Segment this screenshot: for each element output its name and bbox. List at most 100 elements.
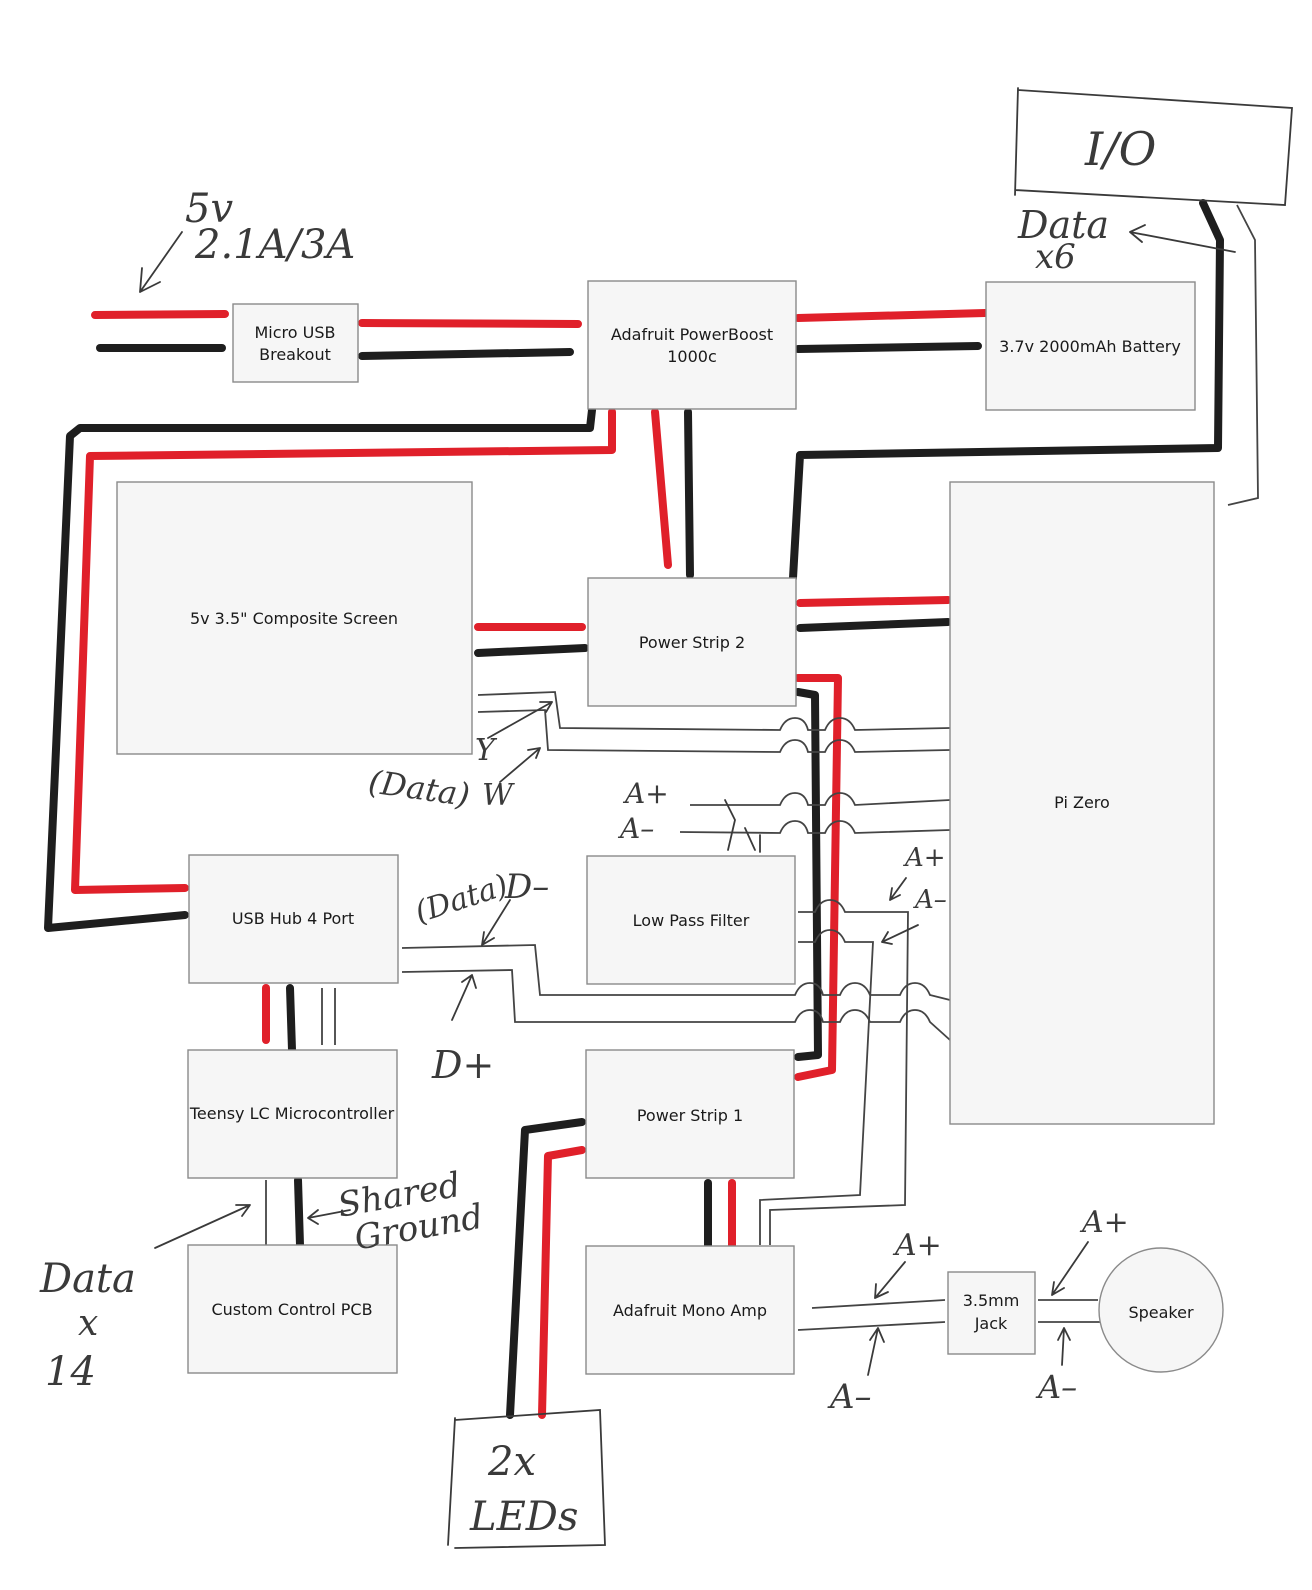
filter-minus-arrow xyxy=(881,924,919,945)
battery-box xyxy=(985,281,1196,411)
power-strip-1-box xyxy=(585,1049,795,1179)
pcb-data-note-line1: Data xyxy=(39,1256,136,1302)
screen-w-arrow xyxy=(499,747,541,783)
speaker-label: Speaker xyxy=(1128,1303,1194,1322)
screen-y-note: Y xyxy=(475,733,498,768)
mono-amp-box xyxy=(585,1245,795,1375)
control-pcb-box xyxy=(187,1244,398,1374)
amp-plus-arrow xyxy=(874,1261,906,1299)
io-ground-wire xyxy=(789,199,1224,582)
leds-outline xyxy=(447,1409,606,1549)
filter-to-amp-minus xyxy=(759,929,874,1245)
amp-plus-note: A+ xyxy=(892,1228,942,1263)
io-data-bracket xyxy=(1227,204,1259,506)
micro-usb-breakout-box xyxy=(232,303,359,383)
shared-ground-wire xyxy=(294,1176,304,1249)
audio-jack-label-line2: Jack xyxy=(974,1314,1008,1333)
speaker-plus-note: A+ xyxy=(1079,1205,1129,1240)
supply-positive-wire xyxy=(91,310,229,319)
powerboost-label-line2: 1000c xyxy=(667,347,717,366)
battery-label: 3.7v 2000mAh Battery xyxy=(999,337,1181,356)
control-pcb-block: Custom Control PCB xyxy=(187,1244,398,1374)
component-blocks: Micro USB Breakout Adafruit PowerBoost 1… xyxy=(116,280,1224,1375)
io-data-note-line2: x6 xyxy=(1035,237,1076,277)
io-data-note-line1: Data xyxy=(1017,203,1109,247)
power-strip-2-label: Power Strip 2 xyxy=(639,633,745,652)
screen-y-arrow xyxy=(487,701,553,739)
pi-zero-label: Pi Zero xyxy=(1054,793,1110,812)
hub-to-teensy-data xyxy=(321,988,336,1045)
mono-amp-block: Adafruit Mono Amp xyxy=(585,1245,795,1375)
screen-block: 5v 3.5" Composite Screen xyxy=(116,481,473,755)
usb-hub-block: USB Hub 4 Port xyxy=(188,854,399,984)
usb-d-minus-arrow xyxy=(481,899,511,946)
supply-voltage-note: 5v xyxy=(185,186,233,232)
amp-to-jack-plus xyxy=(811,1299,946,1309)
io-panel-outline xyxy=(1014,87,1293,206)
teensy-block: Teensy LC Microcontroller xyxy=(187,1049,398,1179)
pi-ground-wire xyxy=(796,618,952,632)
supply-arrow xyxy=(139,231,183,293)
usb-hub-box xyxy=(188,854,399,984)
power-strip-1-label: Power Strip 1 xyxy=(637,1106,743,1125)
power-wires xyxy=(44,199,1224,1419)
powerboost-to-strip2-positive xyxy=(651,408,672,569)
powerboost-block: Adafruit PowerBoost 1000c xyxy=(587,280,797,410)
leds-label-line2: LEDs xyxy=(469,1494,578,1540)
leds-block: 2x LEDs xyxy=(447,1409,606,1549)
screen-ground-wire xyxy=(474,644,589,657)
control-pcb-label: Custom Control PCB xyxy=(211,1300,372,1319)
battery-positive-wire xyxy=(794,309,989,322)
power-strip-1-block: Power Strip 1 xyxy=(585,1049,795,1179)
amp-minus-note: A– xyxy=(827,1377,872,1417)
powerboost-to-strip2-ground xyxy=(684,408,694,579)
micro-usb-label-line1: Micro USB xyxy=(255,323,336,342)
power-strip-2-box xyxy=(587,577,797,707)
power-strip-2-block: Power Strip 2 xyxy=(587,577,797,707)
leds-label-line1: 2x xyxy=(487,1439,536,1485)
usb-data-plus xyxy=(401,969,951,1041)
screen-w-note: W xyxy=(482,778,515,813)
usb-d-plus-note: D+ xyxy=(431,1043,494,1087)
battery-ground-wire xyxy=(794,342,982,353)
usb-hub-label: USB Hub 4 Port xyxy=(232,909,354,928)
usb-data-minus xyxy=(401,944,951,1001)
strip1-to-leds-positive xyxy=(538,1146,586,1419)
io-data-arrow xyxy=(1129,224,1236,253)
supply-current-note: 2.1A/3A xyxy=(194,222,355,268)
mono-amp-label: Adafruit Mono Amp xyxy=(613,1301,767,1320)
powerboost-label-line1: Adafruit PowerBoost xyxy=(611,325,773,344)
amp-to-jack-minus xyxy=(797,1321,946,1331)
screen-data-note: (Data) xyxy=(366,762,472,814)
speaker-minus-note: A– xyxy=(1035,1368,1077,1406)
powerboost-to-hub-positive xyxy=(71,408,616,894)
pi-zero-box xyxy=(949,481,1215,1125)
speaker-circle xyxy=(1098,1247,1224,1373)
speaker-plus-arrow xyxy=(1051,1241,1089,1296)
audio-jack-box xyxy=(947,1271,1036,1355)
pi-audio-minus-note: A– xyxy=(617,812,654,845)
teensy-label: Teensy LC Microcontroller xyxy=(189,1104,395,1123)
io-label: I/O xyxy=(1084,122,1156,176)
usb-d-minus-note: D– xyxy=(504,867,549,907)
speaker-minus-arrow xyxy=(1057,1327,1071,1366)
screen-video-y xyxy=(477,691,951,731)
usb-to-powerboost-positive xyxy=(358,319,582,328)
pcb-data-note-line3: 14 xyxy=(45,1349,96,1395)
strip-to-strip-positive xyxy=(794,674,842,1081)
pi-audio-plus-note: A+ xyxy=(622,777,669,810)
audio-jack-block: 3.5mm Jack xyxy=(947,1271,1036,1355)
filter-plus-arrow xyxy=(889,877,907,901)
filter-plus-note: A+ xyxy=(903,843,946,873)
powerboost-box xyxy=(587,280,797,410)
filter-minus-note: A– xyxy=(913,885,947,915)
low-pass-filter-box xyxy=(586,855,796,985)
strip-to-strip-ground xyxy=(794,688,822,1061)
audio-jack-label-line1: 3.5mm xyxy=(963,1291,1020,1310)
battery-block: 3.7v 2000mAh Battery xyxy=(985,281,1196,411)
micro-usb-breakout-block: Micro USB Breakout xyxy=(232,303,359,383)
teensy-box xyxy=(187,1049,398,1179)
amp-minus-arrow xyxy=(867,1327,885,1376)
screen-box xyxy=(116,481,473,755)
